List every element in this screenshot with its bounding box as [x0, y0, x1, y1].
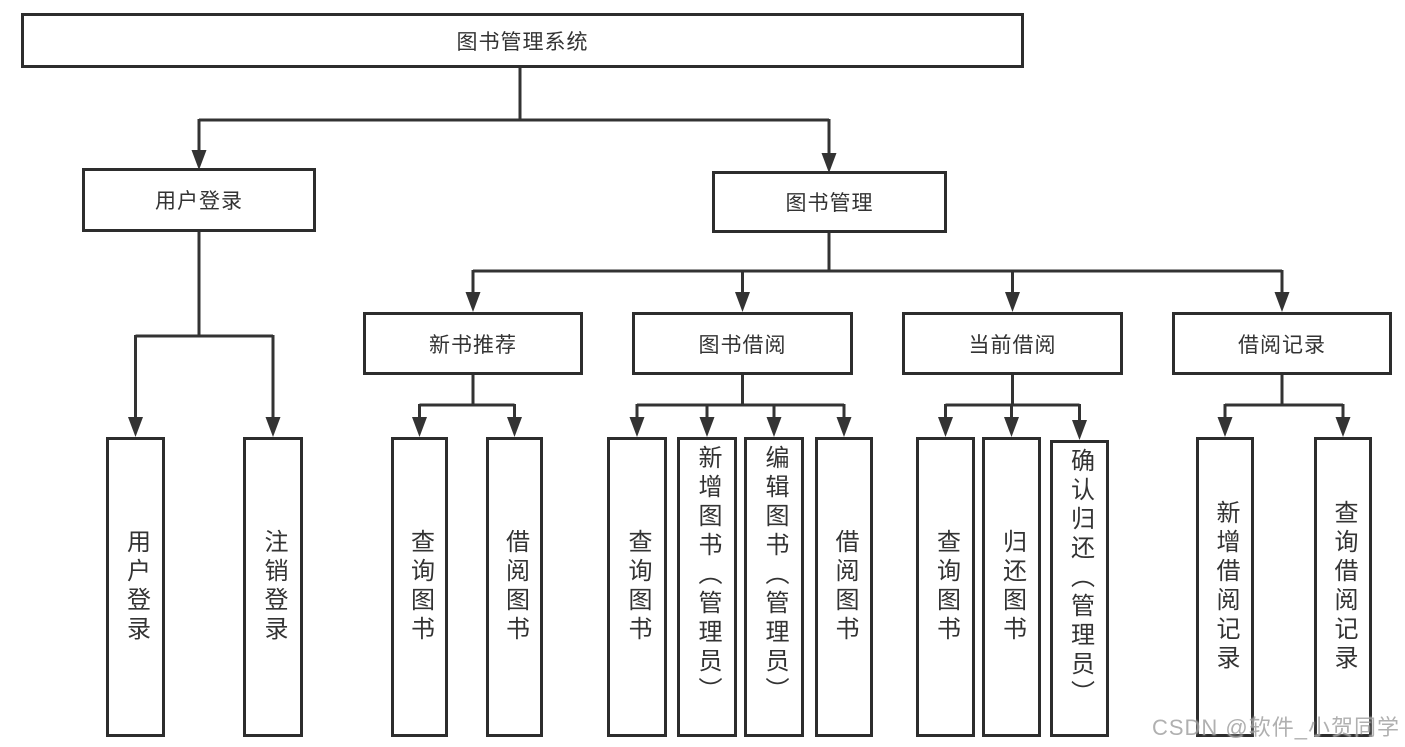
arrowheads-current-borrow: [938, 417, 1087, 440]
leaf-user-login: 用户登录: [106, 437, 165, 737]
leaf-newbook-query-books: 查询图书: [391, 437, 448, 737]
node-library-management-system: 图书管理系统: [21, 13, 1024, 68]
leaf-borrowing-add-books-admin: 新增图书（管理员）: [677, 437, 737, 737]
arrowheads-book-borrow: [629, 417, 852, 437]
connector-book-borrow: [635, 375, 846, 419]
leaf-record-query-borrow-record: 查询借阅记录: [1314, 437, 1372, 737]
arrowheads-root: [191, 150, 837, 173]
csdn-watermark: CSDN @软件_小贺同学: [1151, 715, 1400, 740]
node-current-borrowing: 当前借阅: [902, 312, 1123, 375]
leaf-newbook-borrow-books: 借阅图书: [486, 437, 543, 737]
leaf-current-confirm-return-admin: 确认归还（管理员）: [1050, 440, 1109, 737]
node-book-borrowing: 图书借阅: [632, 312, 853, 375]
leaf-current-query-books: 查询图书: [916, 437, 975, 737]
leaf-borrowing-borrow-books: 借阅图书: [815, 437, 873, 737]
node-borrowing-records: 借阅记录: [1172, 312, 1392, 375]
connector-new-book: [418, 375, 516, 419]
node-new-book-recommendation: 新书推荐: [363, 312, 583, 375]
connector-root: [197, 68, 831, 155]
arrowheads-new-book: [412, 417, 522, 437]
leaf-borrowing-edit-books-admin: 编辑图书（管理员）: [744, 437, 804, 737]
leaf-record-add-borrow-record: 新增借阅记录: [1196, 437, 1254, 737]
connector-book-management: [471, 233, 1284, 294]
arrowheads-borrow-record: [1217, 417, 1351, 437]
arrowheads-book-management: [465, 292, 1290, 312]
node-user-login-branch: 用户登录: [82, 168, 316, 232]
connector-borrow-record: [1223, 375, 1345, 419]
connector-user-login: [134, 232, 275, 419]
leaf-current-return-books: 归还图书: [982, 437, 1041, 737]
connector-current-borrow: [944, 375, 1081, 422]
arrowheads-user-login: [128, 417, 281, 437]
leaf-borrowing-query-books: 查询图书: [607, 437, 667, 737]
node-book-management-branch: 图书管理: [712, 171, 947, 233]
leaf-logout: 注销登录: [243, 437, 303, 737]
